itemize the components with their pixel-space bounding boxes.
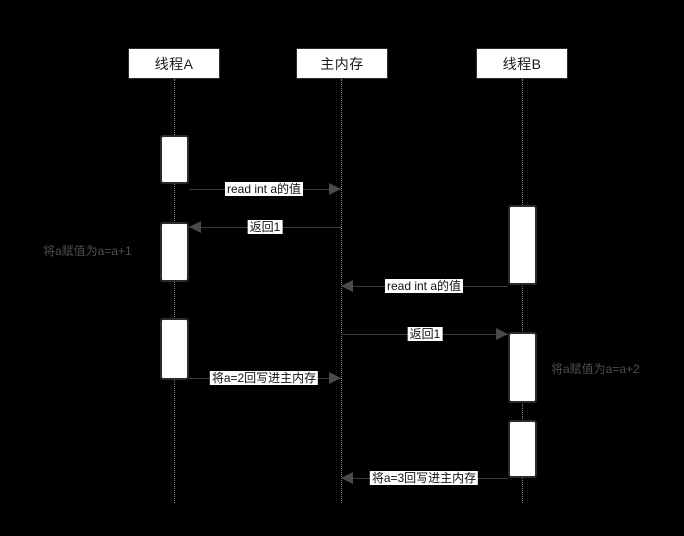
activation-threadA-3[interactable] [160,318,189,380]
message-writeback-2-label: 将a=2回写进主内存 [209,371,319,385]
participant-threadB[interactable]: 线程B [476,48,568,79]
participant-mainMemory-label: 主内存 [320,55,364,72]
participant-mainMemory[interactable]: 主内存 [296,48,388,79]
message-return-1-a-label: 返回1 [247,220,283,234]
message-return-1-a-arrowhead-icon [189,221,201,233]
activation-threadA-1[interactable] [160,135,189,184]
message-writeback-3-label: 将a=3回写进主内存 [369,471,479,485]
lifeline-threadB [522,79,523,503]
message-writeback-3-arrowhead-icon [341,472,353,484]
message-read-a-2-arrowhead-icon [341,280,353,292]
message-read-a-1-arrowhead-icon [329,183,341,195]
participant-threadB-label: 线程B [502,55,542,72]
lifeline-threadA [174,79,175,503]
participant-threadA-label: 线程A [154,55,194,72]
message-return-1-b-label: 返回1 [407,327,443,341]
note-threadB-assign: 将a赋值为a=a+2 [551,362,640,376]
activation-threadB-1[interactable] [508,205,537,285]
message-writeback-2-arrowhead-icon [329,372,341,384]
activation-threadA-2[interactable] [160,222,189,282]
participant-threadA[interactable]: 线程A [128,48,220,79]
activation-threadB-2[interactable] [508,332,537,403]
note-threadA-assign: 将a赋值为a=a+1 [43,244,132,258]
message-read-a-2-label: read int a的值 [384,279,464,293]
activation-threadB-3[interactable] [508,420,537,478]
message-return-1-b-arrowhead-icon [496,328,508,340]
message-read-a-1-label: read int a的值 [224,182,304,196]
